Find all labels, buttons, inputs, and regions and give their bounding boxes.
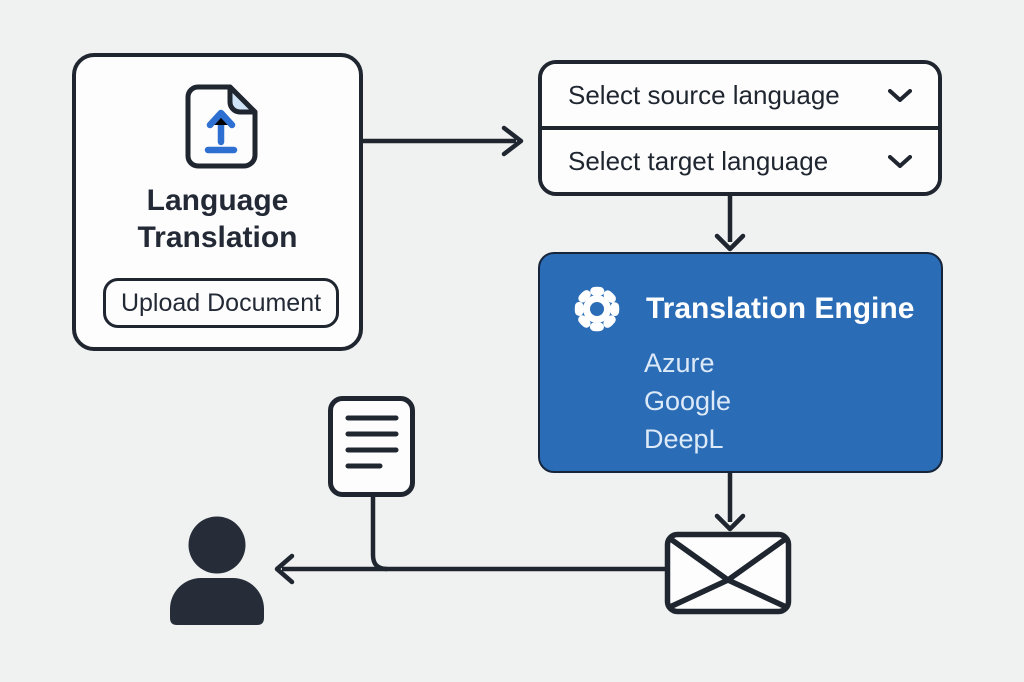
target-language-select[interactable]: Select target language: [542, 126, 938, 192]
arrow-envelope-to-person: [274, 553, 668, 585]
chevron-down-icon: [888, 88, 912, 102]
language-select-group: Select source language Select target lan…: [538, 60, 942, 196]
arrow-selectors-to-engine: [714, 196, 746, 252]
target-language-label: Select target language: [568, 145, 829, 176]
arrow-card-to-selectors: [363, 125, 524, 157]
provider-azure: Azure: [644, 348, 715, 378]
card-title: Language Translation: [137, 184, 298, 254]
source-language-label: Select source language: [568, 79, 840, 110]
upload-card: Language Translation Upload Document: [72, 53, 363, 351]
provider-deepl: DeepL: [644, 424, 724, 454]
engine-title: Translation Engine: [646, 292, 915, 325]
connector-document-to-line: [370, 496, 388, 572]
person-icon: [170, 516, 264, 625]
chevron-down-icon: [888, 154, 912, 168]
upload-document-button[interactable]: Upload Document: [103, 278, 339, 328]
envelope-icon: [664, 531, 792, 615]
provider-google: Google: [644, 386, 732, 416]
engine-provider-list: Azure Google DeepL: [644, 344, 731, 458]
source-language-select[interactable]: Select source language: [542, 64, 938, 126]
translation-engine-box: Translation Engine Azure Google DeepL: [538, 252, 943, 473]
gear-icon: [574, 286, 620, 332]
engine-header: Translation Engine: [570, 280, 925, 338]
document-upload-icon: [185, 84, 258, 169]
arrow-engine-to-envelope: [714, 473, 746, 532]
translated-document-icon: [328, 396, 415, 497]
